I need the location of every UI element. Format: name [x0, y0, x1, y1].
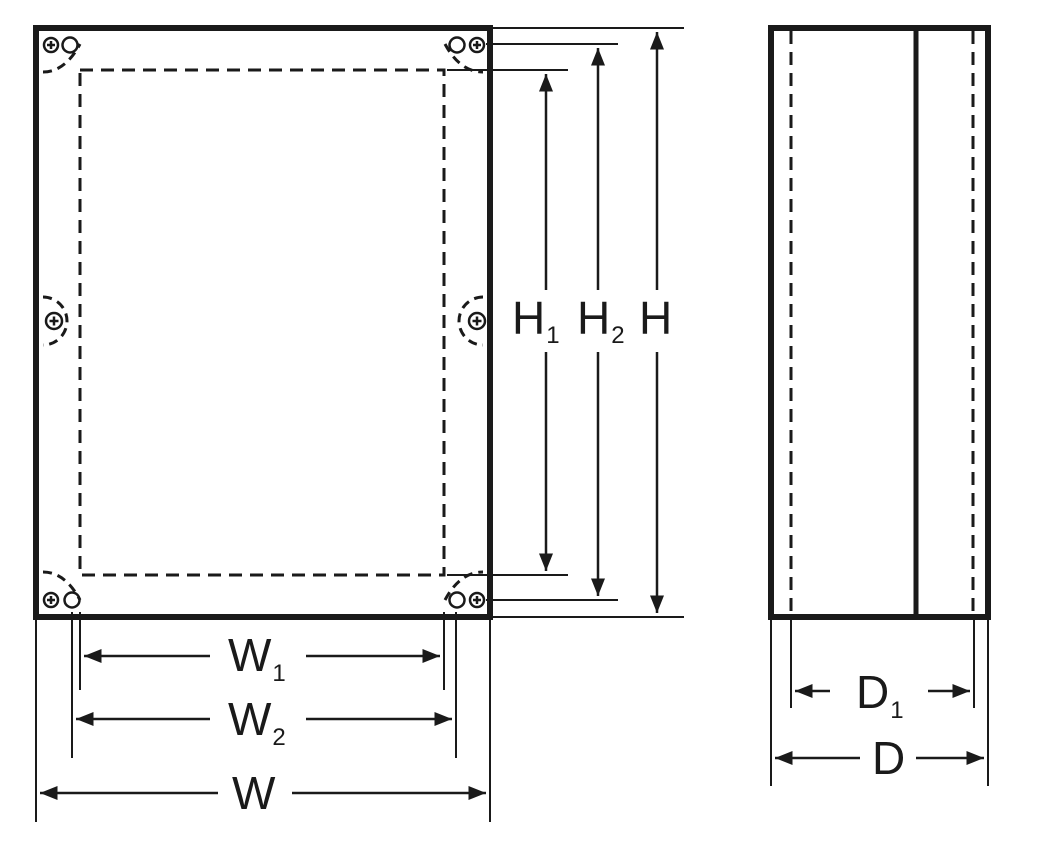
side-enclosure-outline [768, 25, 991, 620]
mounting-arc-top-right [443, 43, 484, 74]
mounting-arc-bottom-left [42, 570, 82, 601]
mounting-plate-outline [78, 68, 446, 577]
d-label: D [872, 732, 905, 784]
w1-label: W1 [228, 629, 286, 687]
screw-icon [468, 591, 486, 609]
screw-icon [468, 36, 486, 54]
h1-label: H1 [512, 292, 560, 349]
mounting-arc-top-left [42, 43, 82, 74]
screw-icon [42, 591, 60, 609]
h-label: H [639, 292, 672, 344]
height-extension-lines [447, 27, 684, 618]
mounting-hole-icon [448, 36, 466, 54]
mounting-hole-icon [63, 591, 81, 609]
depth-extension-lines [770, 617, 989, 786]
h2-label: H2 [577, 292, 625, 349]
mounting-arc-mid-left [42, 295, 69, 347]
width-extension-lines [35, 612, 491, 822]
w-label: W [232, 767, 276, 819]
d1-label: D1 [856, 666, 904, 724]
screw-icon [44, 311, 64, 331]
screw-icon [42, 36, 60, 54]
mounting-hole-icon [61, 36, 79, 54]
w2-label: W2 [228, 693, 286, 751]
front-view: H1 H2 H W1 W2 W [33, 25, 684, 822]
side-view: D1 D [768, 25, 991, 786]
mounting-arc-mid-right [457, 295, 484, 347]
screw-icon [467, 311, 487, 331]
front-enclosure-outline [33, 25, 493, 620]
mounting-arc-bottom-right [443, 570, 484, 601]
mounting-hole-icon [448, 591, 466, 609]
